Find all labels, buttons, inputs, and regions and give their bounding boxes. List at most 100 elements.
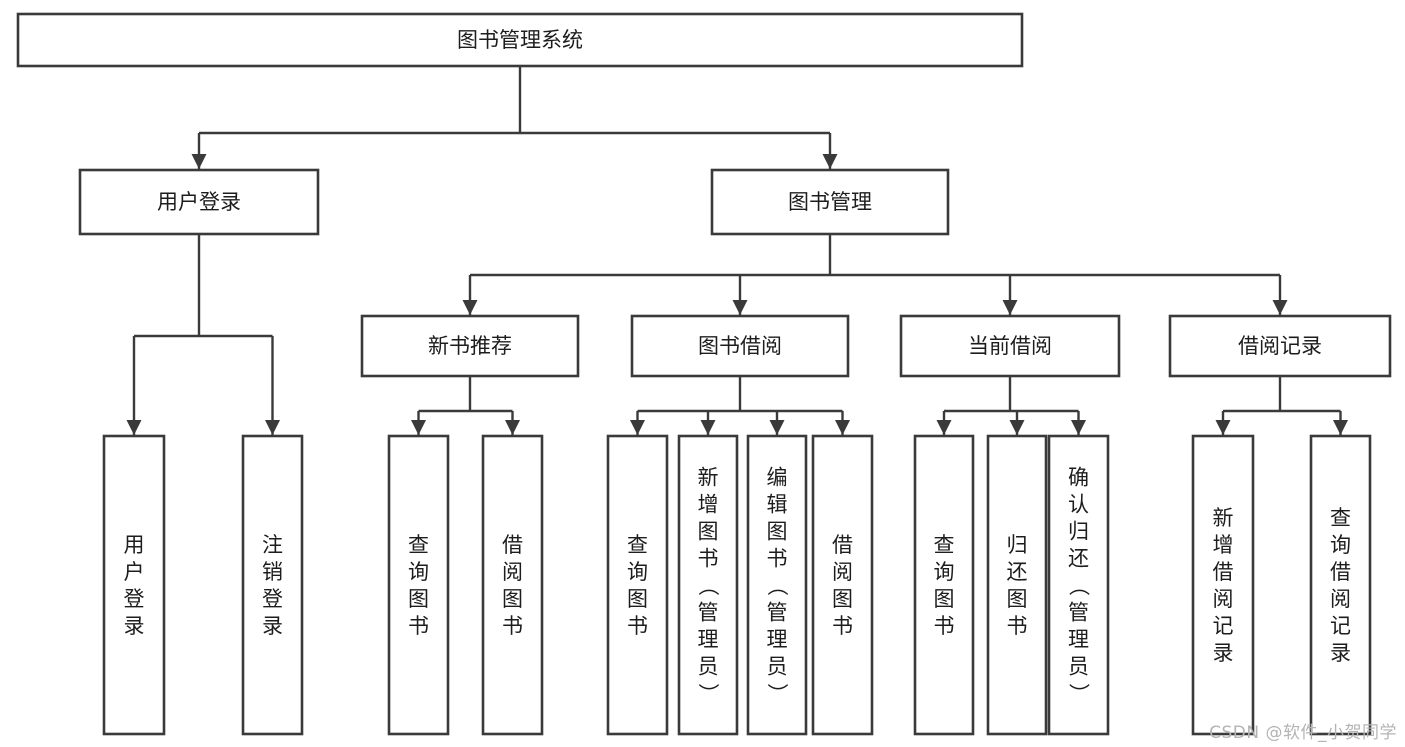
svg-text:阅: 阅: [1213, 587, 1234, 611]
node-box-leaf-return-book: [986, 434, 1048, 736]
node-box-root: [16, 12, 1024, 68]
node-box-leaf-query-book-3: [913, 434, 975, 736]
node-book-borrow[interactable]: 图书借阅: [630, 314, 850, 378]
arrow-head: [1333, 420, 1348, 435]
svg-text:（: （: [696, 575, 720, 596]
node-box-current-borrow: [899, 314, 1121, 378]
arrow-head: [769, 420, 785, 435]
arrow-head: [732, 300, 748, 315]
svg-text:录: 录: [1213, 641, 1234, 665]
svg-text:借: 借: [832, 533, 853, 557]
svg-text:书: 书: [832, 614, 853, 638]
node-label-user-login: 用户登录: [157, 190, 241, 214]
svg-text:员: 员: [698, 655, 719, 679]
svg-text:理: 理: [1068, 628, 1089, 652]
node-box-leaf-confirm-return: [1047, 434, 1110, 736]
arrow-head: [1002, 300, 1018, 315]
svg-text:阅: 阅: [832, 560, 853, 584]
node-root[interactable]: 图书管理系统: [16, 12, 1024, 68]
arrow-head: [630, 420, 645, 435]
svg-text:询: 询: [934, 560, 955, 584]
node-box-leaf-user-login: [102, 434, 166, 736]
svg-text:认: 认: [1068, 493, 1089, 517]
arrow-head: [505, 420, 520, 435]
svg-text:管: 管: [698, 601, 719, 625]
svg-text:还: 还: [1068, 547, 1089, 571]
node-box-leaf-logout: [241, 434, 304, 736]
node-leaf-user-login[interactable]: 用户登录: [102, 434, 166, 736]
svg-text:录: 录: [124, 614, 145, 638]
connector-lines-layer: [126, 66, 1348, 435]
svg-text:借: 借: [1213, 560, 1234, 584]
arrow-head: [126, 420, 142, 435]
svg-text:查: 查: [1330, 506, 1351, 530]
arrow-head: [835, 420, 850, 435]
svg-text:录: 录: [1330, 641, 1351, 665]
svg-text:登: 登: [124, 587, 145, 611]
node-box-leaf-query-book-2: [606, 434, 669, 736]
svg-text:书: 书: [767, 547, 788, 571]
svg-text:归: 归: [1068, 520, 1089, 544]
svg-text:记: 记: [1213, 614, 1234, 638]
node-label-current-borrow: 当前借阅: [968, 334, 1052, 358]
node-new-book-rec[interactable]: 新书推荐: [360, 314, 580, 378]
svg-text:辑: 辑: [767, 493, 788, 517]
arrow-head: [1272, 300, 1288, 315]
svg-text:户: 户: [124, 560, 145, 584]
node-user-login[interactable]: 用户登录: [78, 168, 320, 236]
arrow-head: [462, 300, 478, 315]
svg-text:查: 查: [408, 533, 429, 557]
node-current-borrow[interactable]: 当前借阅: [899, 314, 1121, 378]
node-borrow-record[interactable]: 借阅记录: [1168, 314, 1392, 378]
node-book-manage[interactable]: 图书管理: [710, 168, 950, 236]
node-box-leaf-query-book-1: [387, 434, 450, 736]
csdn-watermark: CSDN @软件_小贺同学: [1209, 723, 1397, 743]
svg-text:归: 归: [1007, 533, 1028, 557]
node-label-new-book-rec: 新书推荐: [428, 334, 512, 358]
node-box-leaf-edit-book: [746, 434, 808, 736]
svg-text:记: 记: [1330, 614, 1351, 638]
svg-text:增: 增: [1213, 533, 1234, 557]
node-label-borrow-record: 借阅记录: [1238, 334, 1322, 358]
node-label-leaf-user-login: 用户登录: [124, 533, 145, 638]
svg-text:书: 书: [408, 614, 429, 638]
node-box-borrow-record: [1168, 314, 1392, 378]
svg-text:增: 增: [698, 493, 719, 517]
node-box-user-login: [78, 168, 320, 236]
svg-text:查: 查: [627, 533, 648, 557]
svg-text:询: 询: [1330, 533, 1351, 557]
svg-text:询: 询: [408, 560, 429, 584]
arrow-head: [1215, 420, 1231, 435]
svg-text:）: ）: [1067, 683, 1091, 704]
node-box-book-borrow: [630, 314, 850, 378]
svg-text:编: 编: [767, 466, 788, 490]
svg-text:录: 录: [262, 614, 283, 638]
node-label-root: 图书管理系统: [457, 28, 583, 52]
svg-text:图: 图: [832, 587, 853, 611]
node-label-book-borrow: 图书借阅: [698, 334, 782, 358]
svg-text:询: 询: [627, 560, 648, 584]
svg-text:查: 查: [934, 533, 955, 557]
svg-text:注: 注: [262, 533, 283, 557]
svg-text:）: ）: [696, 683, 720, 704]
svg-text:图: 图: [698, 520, 719, 544]
